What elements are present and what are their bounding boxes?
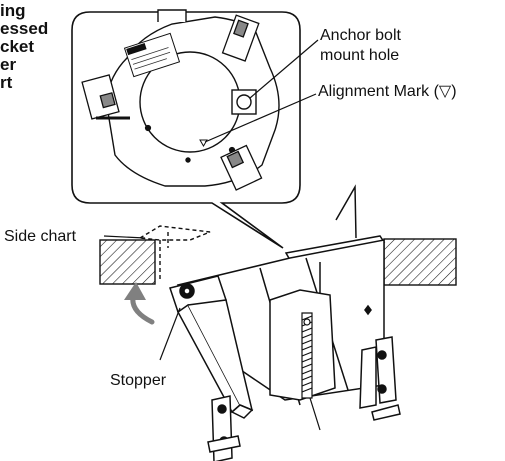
bracket-plate bbox=[96, 9, 280, 187]
label-anchor-bolt-line-2: mount hole bbox=[320, 47, 400, 64]
spring-left bbox=[301, 312, 321, 431]
heading-line-1: ing bbox=[0, 1, 26, 20]
product-label bbox=[123, 32, 181, 78]
heading-line-4: er bbox=[0, 55, 17, 74]
leader-alignment-mark bbox=[204, 93, 317, 143]
leader-stopper bbox=[159, 307, 181, 361]
rotation-arrow bbox=[124, 282, 155, 325]
leader-side-chart bbox=[103, 235, 146, 239]
ceiling-board-right bbox=[383, 238, 457, 286]
heading-line-5: rt bbox=[0, 73, 13, 92]
leader-anchor-bolt bbox=[249, 39, 319, 99]
ceiling-board-left bbox=[99, 239, 156, 285]
right-anchor bbox=[359, 336, 401, 421]
label-stopper: Stopper bbox=[110, 372, 167, 389]
label-anchor-bolt-line-1: Anchor bolt bbox=[320, 27, 401, 44]
label-alignment-mark: Alignment Mark (▽) bbox=[318, 83, 457, 100]
left-arm bbox=[169, 275, 254, 461]
spring-clips bbox=[81, 14, 263, 191]
heading-line-3: cket bbox=[0, 37, 35, 56]
side-chart-dashed bbox=[137, 225, 211, 282]
leader-lines bbox=[103, 39, 319, 361]
label-side-chart: Side chart bbox=[4, 228, 77, 245]
heading-line-2: essed bbox=[0, 19, 49, 38]
